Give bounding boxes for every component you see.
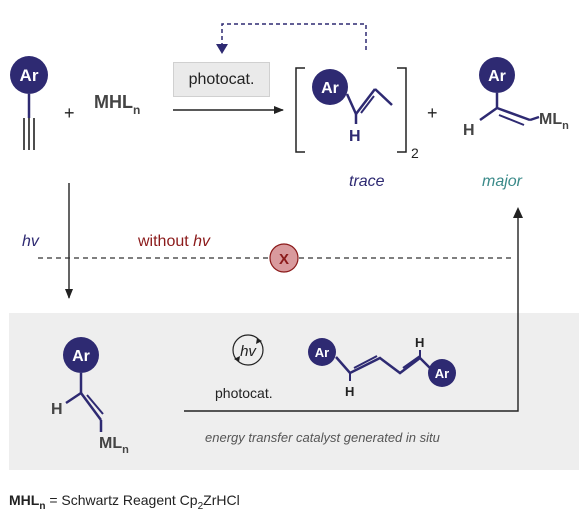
ar-label: Ar bbox=[315, 345, 329, 360]
ar-label: Ar bbox=[72, 348, 90, 365]
bond-h bbox=[479, 106, 498, 122]
trace-label: trace bbox=[349, 173, 385, 190]
bond-methyl bbox=[374, 88, 393, 106]
h-label: H bbox=[415, 335, 424, 350]
bond-alkene bbox=[496, 106, 531, 122]
feedback-dashed-arrow bbox=[216, 23, 367, 54]
plus-sign-1: + bbox=[64, 103, 75, 123]
bracket-right bbox=[397, 67, 407, 153]
hv-cycle-label: hv bbox=[240, 343, 257, 360]
photocatalyst-box: photocat. bbox=[173, 62, 270, 97]
hv-label: hv bbox=[22, 233, 40, 250]
without-hv-label: without hv bbox=[137, 233, 211, 250]
in-situ-panel bbox=[9, 313, 579, 470]
bond-alkene-inner bbox=[498, 114, 525, 126]
bond-h bbox=[65, 391, 82, 405]
ar-circle bbox=[10, 56, 48, 94]
bracket-left bbox=[295, 67, 305, 153]
ar-circle bbox=[312, 69, 348, 105]
ar-circle bbox=[428, 359, 456, 387]
bond-aryl bbox=[345, 93, 358, 115]
plus-sign-2: + bbox=[427, 103, 438, 123]
ar-label: Ar bbox=[488, 68, 506, 85]
blocked-x-label: X bbox=[279, 251, 289, 268]
dimer-subscript: 2 bbox=[411, 145, 419, 161]
diaryl-diene-catalyst: Ar Ar H H bbox=[308, 335, 456, 399]
bond-alkene bbox=[79, 392, 103, 421]
ar-label: Ar bbox=[20, 66, 39, 85]
diene-chain bbox=[335, 356, 431, 375]
ar-label: Ar bbox=[435, 366, 449, 381]
h-label: H bbox=[345, 384, 354, 399]
ar-circle bbox=[63, 337, 99, 373]
ar-circle bbox=[308, 338, 336, 366]
vinyl-metal-intermediate: Ar H MLn bbox=[51, 337, 129, 456]
bond-alkene-inner bbox=[86, 394, 104, 415]
h-label: H bbox=[349, 128, 361, 145]
alkyne-substrate: Ar bbox=[10, 56, 48, 150]
ml-label: MLn bbox=[99, 435, 129, 456]
photocat-lower-label: photocat. bbox=[215, 385, 273, 401]
footnote: MHLn = Schwartz Reagent Cp2ZrHCl bbox=[9, 492, 240, 512]
bond-alkene-inner bbox=[360, 95, 375, 114]
ar-label: Ar bbox=[321, 80, 339, 97]
h-label: H bbox=[51, 401, 63, 418]
reagent-label: MHLn bbox=[94, 92, 140, 117]
diene-double-bond-1 bbox=[353, 355, 378, 369]
bond-alkene bbox=[355, 88, 376, 115]
bond-metal bbox=[529, 115, 540, 122]
major-label: major bbox=[482, 173, 523, 190]
return-path-line bbox=[184, 216, 519, 412]
blocked-pathway-marker: X bbox=[269, 243, 299, 273]
diene-dimer-trace: Ar H 2 bbox=[295, 67, 419, 161]
vinyl-metal-product: Ar H MLn bbox=[463, 57, 569, 139]
return-arrowhead bbox=[513, 207, 523, 218]
in-situ-caption: energy transfer catalyst generated in si… bbox=[205, 430, 440, 445]
diene-double-bond-2 bbox=[402, 355, 421, 369]
ar-circle bbox=[479, 57, 515, 93]
light-cycle-icon: hv bbox=[232, 334, 264, 366]
h-label: H bbox=[463, 122, 475, 139]
ml-label: MLn bbox=[539, 111, 569, 132]
